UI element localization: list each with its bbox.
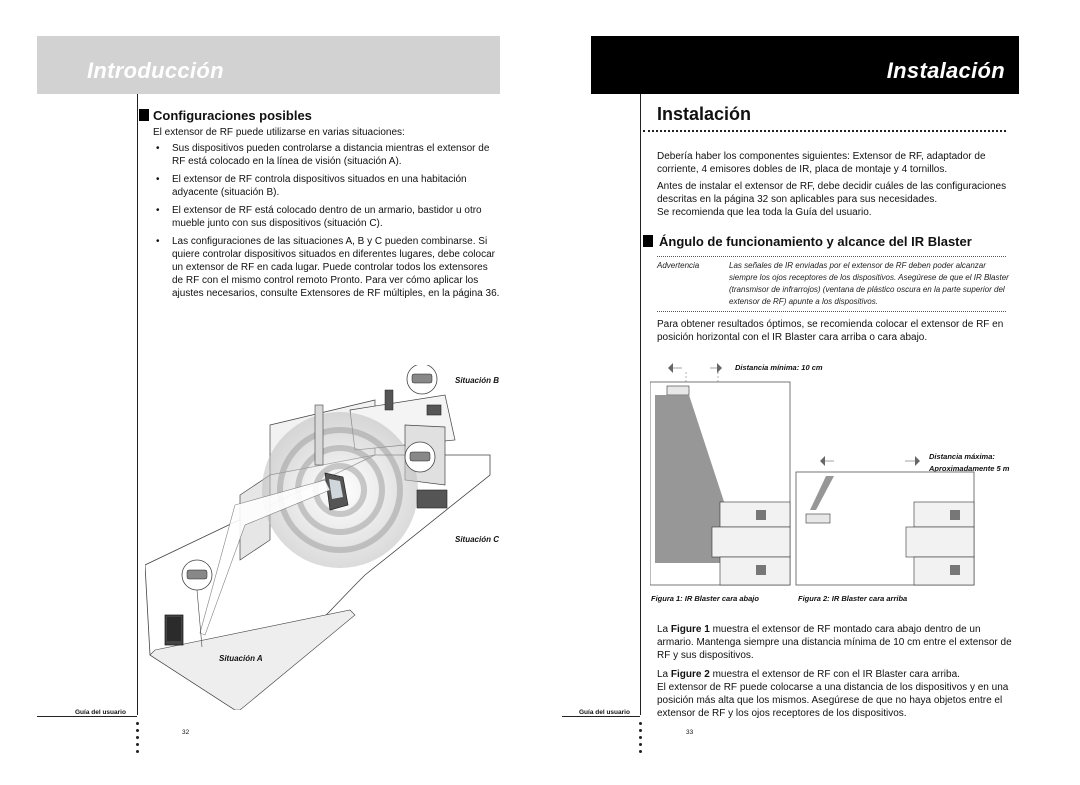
figure-1-reference: Figure 1 bbox=[670, 624, 710, 635]
warning-label: Advertencia bbox=[657, 261, 700, 270]
left-footer-dots bbox=[136, 722, 139, 757]
section-square-icon bbox=[643, 235, 653, 247]
right-footer-dots bbox=[639, 722, 642, 757]
left-section-title: Configuraciones posibles bbox=[153, 108, 312, 123]
right-footer-line bbox=[562, 716, 640, 717]
bullet-item: El extensor de RF está colocado dentro d… bbox=[154, 204, 500, 230]
right-para-placement: El extensor de RF puede colocarse a una … bbox=[657, 682, 1009, 719]
left-footer-line bbox=[37, 716, 137, 717]
left-page-number: 32 bbox=[182, 729, 190, 736]
right-vertical-rule bbox=[640, 94, 641, 715]
warning-text: Las señales de IR enviadas por el extens… bbox=[729, 261, 1009, 306]
label-situation-c: Situación C bbox=[455, 535, 500, 544]
left-header-bar: Introducción bbox=[37, 36, 500, 94]
right-header-title: Instalación bbox=[886, 58, 1005, 83]
label-min-distance: Distancia mínima: 10 cm bbox=[735, 363, 823, 372]
section-square-icon bbox=[139, 109, 149, 121]
figure-2-ir-blaster-up bbox=[795, 456, 975, 586]
left-vertical-rule bbox=[137, 94, 138, 715]
right-footer-guide: Guía del usuario bbox=[579, 709, 630, 716]
right-para-components: Debería haber los componentes siguientes… bbox=[657, 151, 986, 175]
right-para-before-install: Antes de instalar el extensor de RF, deb… bbox=[657, 181, 1007, 205]
bullet-item: Sus dispositivos pueden controlarse a di… bbox=[154, 142, 500, 168]
figure-1-caption: Figura 1: IR Blaster cara abajo bbox=[651, 594, 759, 603]
warning-top-rule bbox=[657, 256, 1006, 257]
right-page-title: Instalación bbox=[657, 104, 752, 124]
right-para-figure-1: La Figure 1 muestra el extensor de RF mo… bbox=[657, 623, 1013, 662]
label-max-distance-1: Distancia máxima: bbox=[929, 452, 995, 461]
figure-1-ir-blaster-down bbox=[650, 363, 791, 586]
label-situation-b: Situación B bbox=[455, 376, 500, 385]
bullet-item: Las configuraciones de las situaciones A… bbox=[154, 235, 500, 300]
rf-situations-illustration bbox=[145, 365, 491, 710]
figure-2-caption: Figura 2: IR Blaster cara arriba bbox=[798, 594, 908, 603]
text-fragment: muestra el extensor de RF con el IR Blas… bbox=[712, 669, 960, 680]
text-fragment: muestra el extensor de RF montado cara a… bbox=[657, 624, 1012, 661]
title-dotted-rule bbox=[643, 130, 1006, 132]
right-para-position: Para obtener resultados óptimos, se reco… bbox=[657, 319, 1004, 343]
right-section-title: Ángulo de funcionamiento y alcance del I… bbox=[659, 234, 972, 249]
right-para-read-guide: Se recomienda que lea toda la Guía del u… bbox=[657, 207, 872, 218]
label-max-distance-2: Aproximadamente 5 m bbox=[929, 464, 1010, 473]
cabinet bbox=[416, 489, 448, 509]
right-header-bar: Instalación bbox=[591, 36, 1019, 94]
left-header-title: Introducción bbox=[87, 58, 224, 83]
text-fragment: La bbox=[657, 669, 669, 680]
right-page-number: 33 bbox=[686, 729, 694, 736]
ir-blaster-figures bbox=[650, 363, 975, 586]
label-situation-a: Situación A bbox=[219, 654, 263, 663]
left-intro: El extensor de RF puede utilizarse en va… bbox=[153, 127, 405, 138]
left-footer-guide: Guía del usuario bbox=[75, 709, 126, 716]
warning-bottom-rule bbox=[657, 311, 1006, 312]
right-para-figure-2: La Figure 2 muestra el extensor de RF co… bbox=[657, 668, 1013, 681]
bullet-item: El extensor de RF controla dispositivos … bbox=[154, 173, 500, 199]
text-fragment: La bbox=[657, 624, 669, 635]
left-bullet-list: Sus dispositivos pueden controlarse a di… bbox=[154, 142, 500, 305]
figure-2-reference: Figure 2 bbox=[670, 669, 710, 680]
